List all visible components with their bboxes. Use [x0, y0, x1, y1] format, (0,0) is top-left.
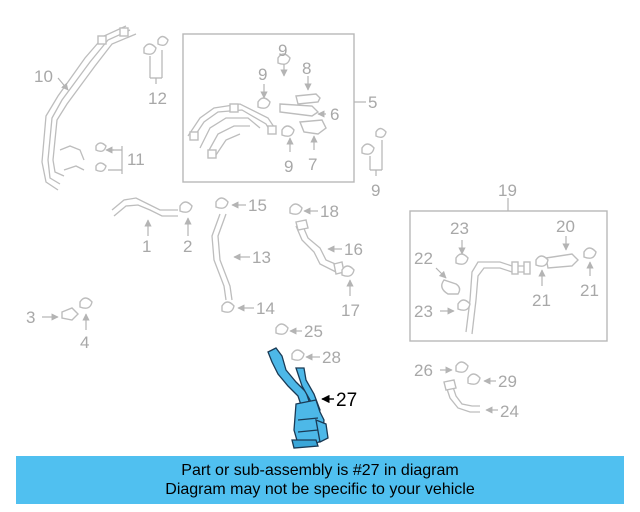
callout-9c: 9: [284, 157, 293, 176]
hose-part-16: [295, 219, 345, 275]
fitting-part-3: [42, 307, 79, 321]
clamp-group-9d: [361, 127, 387, 176]
info-banner: Part or sub-assembly is #27 in diagram D…: [16, 456, 624, 504]
callout-10: 10: [34, 67, 53, 86]
callout-12: 12: [148, 89, 167, 108]
hose-part-13: [211, 213, 250, 301]
sub-assembly-box-5: [182, 33, 355, 183]
clamp-28: [291, 349, 320, 361]
callout-9d: 9: [371, 181, 380, 200]
callout-11: 11: [127, 150, 145, 169]
clamp-15: [215, 197, 246, 209]
clamp-21a: [535, 255, 549, 286]
hose-part-7: [299, 119, 327, 150]
hose-assembly-box-5: [187, 103, 277, 159]
callout-25: 25: [304, 322, 323, 341]
callout-26: 26: [414, 361, 433, 380]
callout-1: 1: [142, 237, 151, 256]
clamp-25: [275, 323, 302, 335]
callout-21a: 21: [532, 291, 551, 310]
callout-19: 19: [498, 181, 517, 200]
clamp-26: [440, 361, 469, 374]
clamp-17: [341, 265, 355, 296]
highlighted-hose-part-27: [267, 347, 329, 449]
callout-28: 28: [322, 348, 341, 367]
callout-4: 4: [80, 333, 89, 352]
fitting-part-22: [435, 267, 461, 295]
callout-24: 24: [500, 402, 519, 421]
hose-part-20: [545, 236, 579, 269]
callout-27: 27: [336, 390, 357, 411]
callout-18: 18: [320, 202, 339, 221]
callout-20: 20: [556, 217, 575, 236]
clamp-9b: [257, 84, 271, 109]
callout-9a: 9: [278, 41, 287, 60]
clamp-9a: [277, 53, 291, 77]
hose-part-8: [295, 76, 321, 105]
clamp-21b: [583, 247, 597, 276]
hose-part-24: [443, 379, 498, 414]
hose-bundle-part-10: [41, 25, 137, 191]
callout-9b: 9: [258, 65, 267, 84]
clamp-14: [221, 301, 254, 313]
callout-16: 16: [344, 240, 363, 259]
clamp-23a: [455, 240, 469, 265]
clamp-group-12: [143, 35, 169, 84]
callout-3: 3: [26, 308, 35, 327]
callout-29: 29: [498, 372, 517, 391]
callout-2: 2: [183, 237, 192, 256]
clamp-4: [79, 297, 93, 330]
clamp-group-11: [95, 142, 123, 174]
callout-21b: 21: [580, 281, 599, 300]
callout-5: 5: [368, 93, 377, 112]
banner-line-2: Diagram may not be specific to your vehi…: [165, 481, 475, 498]
callout-22: 22: [414, 249, 433, 268]
callout-13: 13: [252, 248, 271, 267]
hose-part-1: [111, 197, 178, 236]
sub-assembly-box-19: [409, 210, 608, 342]
clamp-18: [289, 203, 318, 215]
clamp-9c: [281, 125, 295, 152]
pipe-assembly-box-19: [465, 261, 531, 335]
callout-7: 7: [308, 155, 317, 174]
callout-23b: 23: [414, 302, 433, 321]
callout-23a: 23: [450, 219, 469, 238]
hose-part-6: [279, 103, 326, 118]
callout-15: 15: [248, 196, 267, 215]
clamp-29: [467, 373, 496, 385]
clamp-23b: [440, 299, 471, 315]
callout-14: 14: [256, 299, 275, 318]
callout-17: 17: [341, 301, 360, 320]
banner-line-1: Part or sub-assembly is #27 in diagram: [181, 462, 459, 479]
callout-8: 8: [302, 59, 311, 78]
clamp-2: [179, 201, 193, 236]
callout-6: 6: [330, 105, 339, 124]
